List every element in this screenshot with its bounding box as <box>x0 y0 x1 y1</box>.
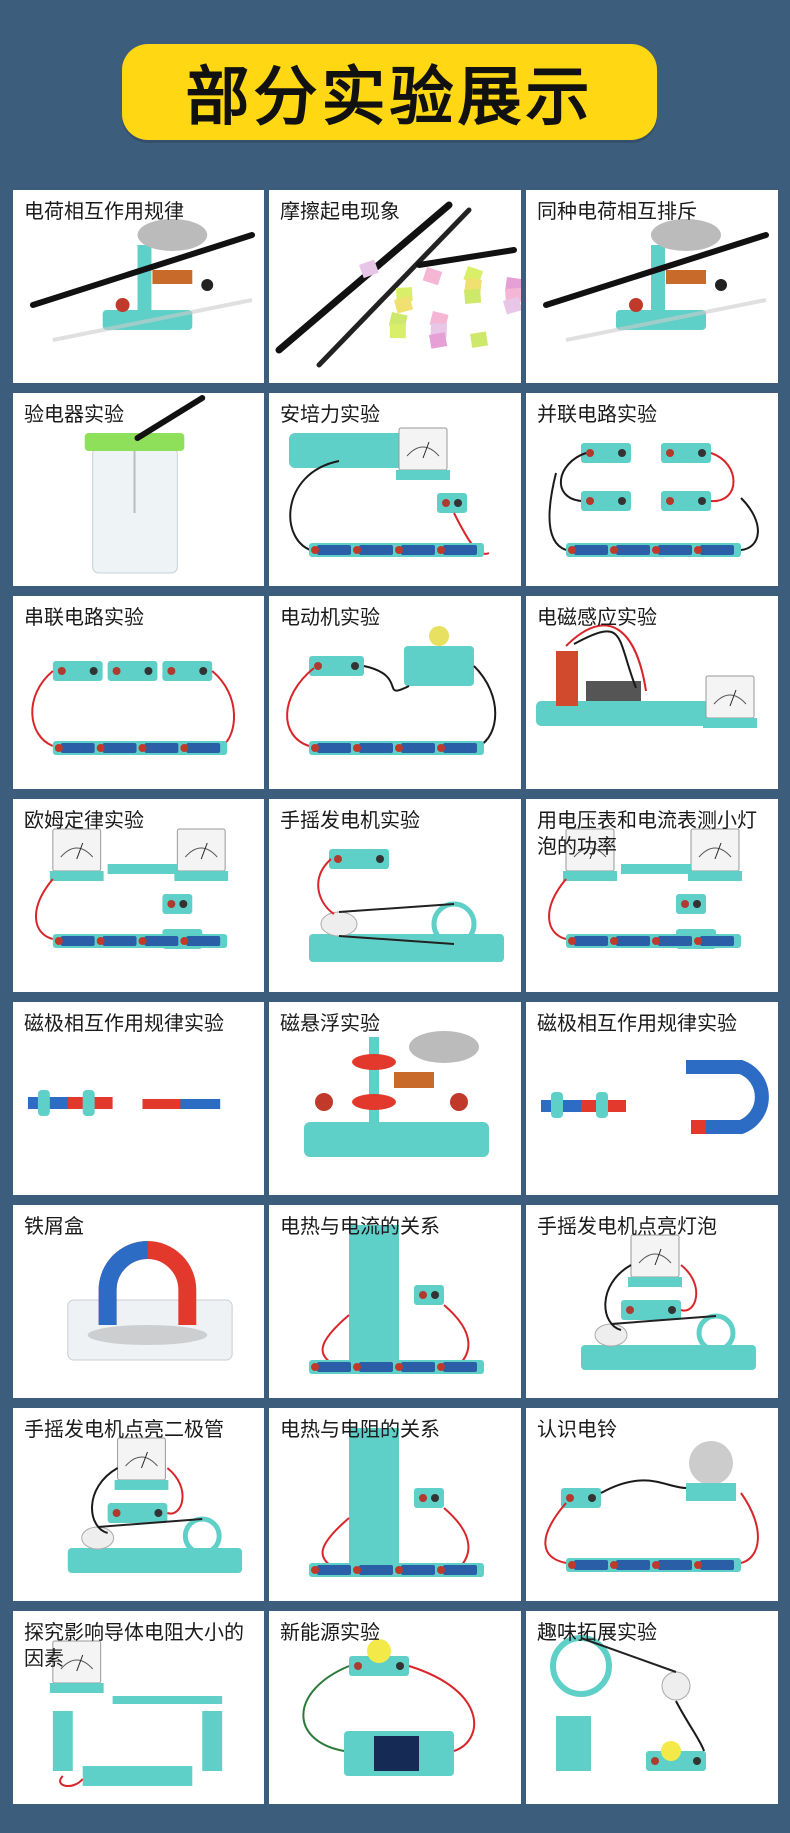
experiment-label: 新能源实验 <box>280 1620 380 1644</box>
experiment-photo <box>541 1060 769 1134</box>
experiment-photo <box>581 1234 756 1370</box>
experiment-grid: 电荷相互作用规律 摩擦起电现象 同种电荷相互排斥 验电器实验 安培力实验 并联电… <box>13 190 778 1804</box>
experiment-card: 铁屑盒 <box>13 1205 264 1398</box>
experiment-label: 电动机实验 <box>280 605 380 629</box>
experiment-label: 电荷相互作用规律 <box>24 199 184 223</box>
experiment-card: 手摇发电机实验 <box>269 799 521 992</box>
experiment-photo <box>27 1090 221 1116</box>
experiment-label: 欧姆定律实验 <box>24 808 144 832</box>
experiment-card: 磁极相互作用规律实验 <box>526 1002 778 1195</box>
experiment-label: 磁极相互作用规律实验 <box>537 1011 737 1035</box>
experiment-photo <box>67 1437 243 1573</box>
experiment-photo <box>67 1241 233 1361</box>
experiment-photo <box>49 1640 223 1787</box>
experiment-photo <box>309 1428 484 1577</box>
experiment-photo <box>302 1639 476 1776</box>
experiment-photo <box>544 1441 759 1572</box>
experiment-label: 手摇发电机点亮灯泡 <box>537 1214 717 1238</box>
experiment-card: 新能源实验 <box>269 1611 521 1804</box>
experiment-photo <box>35 828 229 949</box>
experiment-card: 手摇发电机点亮灯泡 <box>526 1205 778 1398</box>
experiment-photo <box>548 828 742 949</box>
experiment-card: 电动机实验 <box>269 596 521 789</box>
experiment-label: 摩擦起电现象 <box>280 199 400 223</box>
experiment-card: 同种电荷相互排斥 <box>526 190 778 383</box>
experiment-label: 认识电铃 <box>537 1417 617 1441</box>
experiment-photo <box>289 427 490 557</box>
experiment-label: 验电器实验 <box>24 402 124 426</box>
experiment-card: 磁悬浮实验 <box>269 1002 521 1195</box>
experiment-label: 电热与电流的关系 <box>280 1214 440 1238</box>
experiment-card: 磁极相互作用规律实验 <box>13 1002 264 1195</box>
experiment-card: 欧姆定律实验 <box>13 799 264 992</box>
experiment-label: 并联电路实验 <box>537 402 657 426</box>
experiment-photo <box>309 849 504 962</box>
page-title: 部分实验展示 <box>185 61 594 135</box>
experiment-card: 认识电铃 <box>526 1408 778 1601</box>
experiment-card: 探究影响导体电阻大小的因素 <box>13 1611 264 1804</box>
experiment-label: 趣味拓展实验 <box>537 1620 657 1644</box>
experiment-label: 铁屑盒 <box>24 1214 84 1238</box>
experiment-card: 串联电路实验 <box>13 596 264 789</box>
experiment-card: 电热与电阻的关系 <box>269 1408 521 1601</box>
experiment-card: 趣味拓展实验 <box>526 1611 778 1804</box>
experiment-card: 手摇发电机点亮二极管 <box>13 1408 264 1601</box>
experiment-photo <box>286 626 497 755</box>
experiment-label: 手摇发电机实验 <box>280 808 420 832</box>
experiment-photo <box>543 219 769 342</box>
experiment-photo <box>84 395 206 574</box>
experiment-photo <box>275 201 521 368</box>
experiment-photo <box>550 1635 706 1771</box>
experiment-label: 手摇发电机点亮二极管 <box>24 1417 224 1441</box>
experiment-photo <box>29 219 256 342</box>
experiment-label: 用电压表和电流表测小灯泡的功率 <box>537 808 757 858</box>
experiment-card: 验电器实验 <box>13 393 264 586</box>
experiment-label: 磁极相互作用规律实验 <box>24 1011 224 1035</box>
experiment-label: 磁悬浮实验 <box>280 1011 380 1035</box>
experiment-label: 电热与电阻的关系 <box>280 1417 440 1441</box>
experiment-card: 并联电路实验 <box>526 393 778 586</box>
experiment-photo <box>31 661 235 755</box>
experiment-card: 安培力实验 <box>269 393 521 586</box>
experiment-card: 电磁感应实验 <box>526 596 778 789</box>
experiment-card: 电荷相互作用规律 <box>13 190 264 383</box>
title-banner: 部分实验展示 <box>122 44 657 140</box>
experiment-card: 摩擦起电现象 <box>269 190 521 383</box>
experiment-label: 电磁感应实验 <box>537 605 657 629</box>
experiment-photo <box>309 1225 484 1374</box>
experiment-label: 探究影响导体电阻大小的因素 <box>24 1620 244 1670</box>
experiment-label: 安培力实验 <box>280 402 380 426</box>
experiment-label: 串联电路实验 <box>24 605 144 629</box>
experiment-photo <box>536 624 757 728</box>
experiment-card: 电热与电流的关系 <box>269 1205 521 1398</box>
experiment-photo <box>304 1031 489 1157</box>
experiment-label: 同种电荷相互排斥 <box>537 199 697 223</box>
experiment-card: 用电压表和电流表测小灯泡的功率 <box>526 799 778 992</box>
experiment-photo <box>548 443 759 557</box>
